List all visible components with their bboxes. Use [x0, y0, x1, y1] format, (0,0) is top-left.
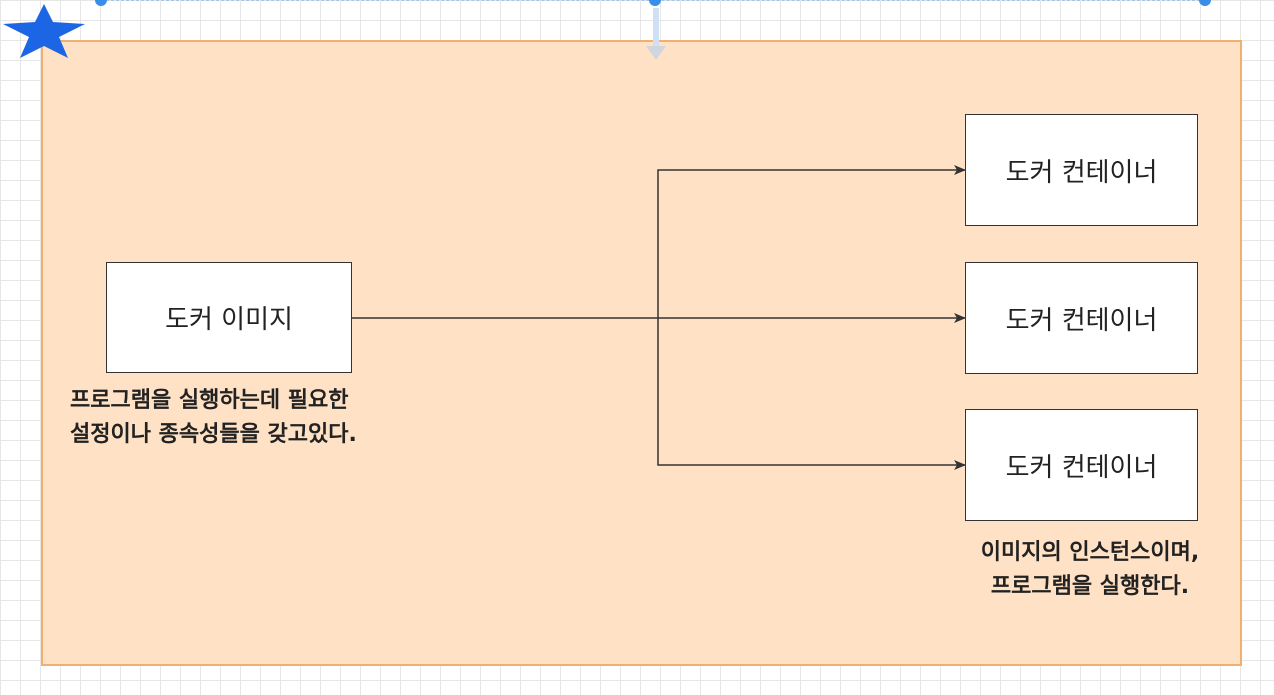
- selection-handle-right[interactable]: [1199, 0, 1211, 6]
- docker-image-description-line1: 프로그램을 실행하는데 필요한: [70, 388, 349, 413]
- docker-container-label: 도커 컨테이너: [1005, 305, 1158, 336]
- docker-image-description-line2: 설정이나 종속성들을 갖고있다.: [70, 422, 357, 447]
- selection-handle-left[interactable]: [95, 0, 107, 6]
- docker-image-description: 프로그램을 실행하는데 필요한 설정이나 종속성들을 갖고있다.: [70, 384, 470, 452]
- docker-container-node-2[interactable]: 도커 컨테이너: [965, 262, 1198, 374]
- arrow-down-icon[interactable]: [645, 8, 667, 62]
- docker-container-description: 이미지의 인스턴스이며, 프로그램을 실행한다.: [940, 536, 1240, 604]
- docker-container-node-3[interactable]: 도커 컨테이너: [965, 409, 1198, 521]
- docker-image-label: 도커 이미지: [165, 305, 293, 335]
- docker-container-label: 도커 컨테이너: [1005, 157, 1158, 188]
- docker-container-description-line2: 프로그램을 실행한다.: [990, 574, 1190, 599]
- star-icon[interactable]: [0, 2, 88, 60]
- docker-container-description-line1: 이미지의 인스턴스이며,: [980, 540, 1200, 565]
- docker-image-node[interactable]: 도커 이미지: [106, 262, 352, 373]
- selection-handle-middle[interactable]: [649, 0, 661, 6]
- docker-container-node-1[interactable]: 도커 컨테이너: [965, 114, 1198, 226]
- docker-container-label: 도커 컨테이너: [1005, 452, 1158, 483]
